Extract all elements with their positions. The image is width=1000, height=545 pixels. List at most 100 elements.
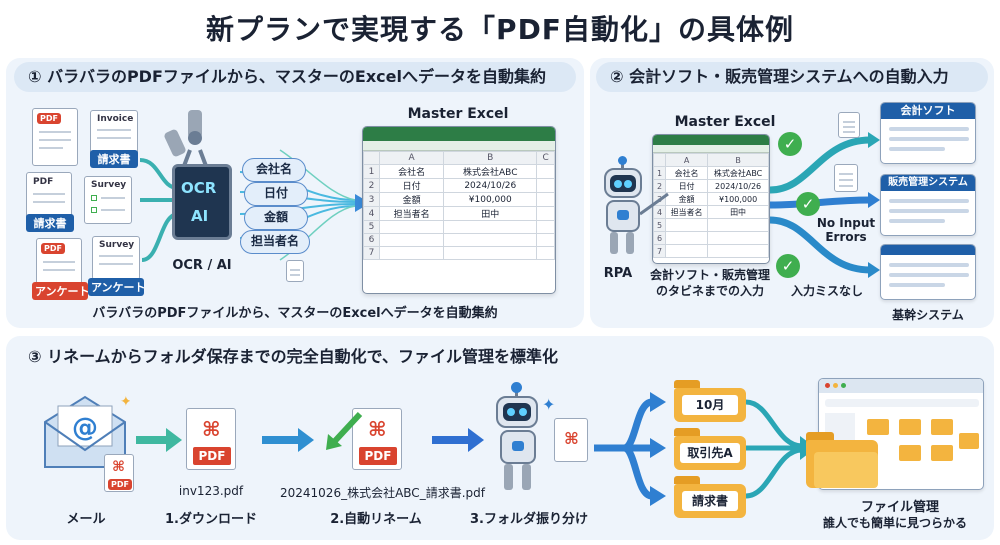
folder-label: 取引先A — [680, 443, 740, 463]
accounting-software-window: 会計ソフト — [880, 102, 976, 164]
survey-tag: アンケート — [32, 282, 90, 300]
section1-heading: ① バラバラのPDFファイルから、マスターのExcelへデータを自動集約 — [14, 62, 576, 92]
table-row: 3金額¥100,000 — [653, 192, 769, 206]
pdf-icon: ⌘ — [368, 417, 387, 441]
no-input-errors-line2: Errors — [825, 230, 867, 244]
survey-sub-label: Survey — [99, 240, 135, 250]
rpa-robot-icon — [596, 156, 650, 260]
survey-document: Survey — [84, 176, 132, 224]
sorting-pdf: ⌘ — [554, 418, 588, 462]
ocr-ai-label: OCR / AI — [172, 258, 232, 273]
check-icon: ✓ — [796, 192, 820, 216]
survey-document: Survey — [92, 236, 140, 280]
field-person-name: 担当者名 — [240, 230, 310, 254]
section2-heading: ② 会計ソフト・販売管理システムへの自動入力 — [596, 62, 988, 92]
folder-icon — [931, 419, 953, 435]
open-folder-icon — [806, 432, 878, 488]
robot-arm-icon — [164, 110, 208, 167]
arrow-icon — [262, 428, 314, 452]
document-icon — [838, 112, 860, 138]
pdf-badge: PDF — [193, 447, 231, 465]
folder-10月: 10月 — [674, 380, 746, 422]
checkbox-icon — [91, 195, 97, 201]
pdf-badge: PDF — [41, 243, 65, 254]
flow-arrows — [594, 392, 666, 506]
mail-label: メール — [66, 512, 106, 527]
arrow-icon — [432, 428, 484, 452]
checklist-icon — [834, 164, 858, 192]
sales-management-window: 販売管理システム — [880, 174, 976, 236]
final-label-line1: ファイル管理 — [860, 500, 939, 515]
excel-title: Master Excel — [407, 106, 509, 122]
invoice-sub-label: Invoice — [97, 114, 134, 124]
input-errors-jp: 入力ミスなし — [790, 284, 863, 298]
mail-pdf-attachment: ⌘ PDF — [104, 454, 134, 492]
mail-icon: @ ✦ — [44, 394, 130, 468]
step2-label: 2.自動リネーム — [330, 512, 422, 527]
downloaded-pdf: ⌘ PDF — [186, 408, 236, 470]
pdf-document: PDF — [36, 238, 82, 286]
pdf-icon: ⌘ — [564, 429, 579, 448]
folder-label: 請求書 — [682, 491, 738, 511]
table-row: 5 — [363, 220, 555, 234]
table-row: 6 — [653, 231, 769, 245]
invoice-tag: 請求書 — [90, 150, 138, 168]
pdf-badge: PDF — [359, 447, 397, 465]
folder-請求書: 請求書 — [674, 476, 746, 518]
section3-heading: ③ リネームからフォルダ保存までの完全自動化で、ファイル管理を標準化 — [28, 347, 558, 366]
ocr-screen-text: OCR — [181, 179, 217, 197]
rpa-label: RPA — [603, 266, 633, 281]
rename-arrow-icon — [326, 411, 363, 450]
ai-screen-text: AI — [191, 207, 209, 225]
flow-arrows — [746, 399, 816, 499]
step3-label: 3.フォルダ振り分け — [470, 512, 588, 527]
step2-filename: 20241026_株式会社ABC_請求書.pdf — [280, 486, 485, 500]
rpa-robot-icon — [488, 382, 548, 496]
table-row: 7 — [653, 244, 769, 258]
final-label-line2: 誰人でも簡単に見つらかる — [822, 516, 967, 530]
field-date: 日付 — [244, 182, 308, 206]
renamed-pdf: ⌘ PDF — [352, 408, 402, 470]
table-row: 6 — [363, 233, 555, 247]
folder-icon — [867, 419, 889, 435]
survey-sub-label: Survey — [91, 180, 127, 190]
section1-caption: バラバラのPDFファイルから、マスターのExcelへデータを自動集約 — [92, 306, 498, 321]
field-amount: 金額 — [244, 206, 308, 230]
input-caption-line2: のタビネまでの入力 — [655, 284, 764, 298]
pdf-document: PDF — [32, 108, 78, 166]
svg-text:✦: ✦ — [542, 395, 555, 414]
pdf-sub-label: PDF — [33, 177, 54, 187]
invoice-tag: 請求書 — [26, 214, 74, 232]
file-manager-window — [818, 378, 984, 490]
core-system-window — [880, 244, 976, 300]
folder-icon — [899, 445, 921, 461]
pdf-badge: PDF — [37, 113, 61, 124]
svg-text:✦: ✦ — [120, 394, 130, 410]
field-company-name: 会社名 — [242, 158, 306, 182]
folder-label: 10月 — [682, 395, 738, 415]
folder-icon — [931, 445, 953, 461]
table-row: 7 — [363, 246, 555, 260]
folder-取引先A: 取引先A — [674, 428, 746, 470]
survey-tag: アンケート — [88, 278, 146, 296]
input-caption-line1: 会計ソフト・販売管理 — [649, 268, 770, 282]
document-icon — [286, 260, 304, 282]
checkbox-icon — [91, 207, 97, 213]
pdf-icon: ⌘ — [112, 459, 125, 475]
page-title: 新プランで実現する「PDF自動化」の具体例 — [206, 13, 794, 46]
pdf-icon: ⌘ — [202, 417, 221, 441]
no-input-errors-line1: No Input — [816, 216, 876, 230]
pdf-badge: PDF — [108, 479, 132, 490]
step1-label: 1.ダウンロード — [165, 512, 257, 527]
system-title: 販売管理システム — [881, 175, 975, 191]
